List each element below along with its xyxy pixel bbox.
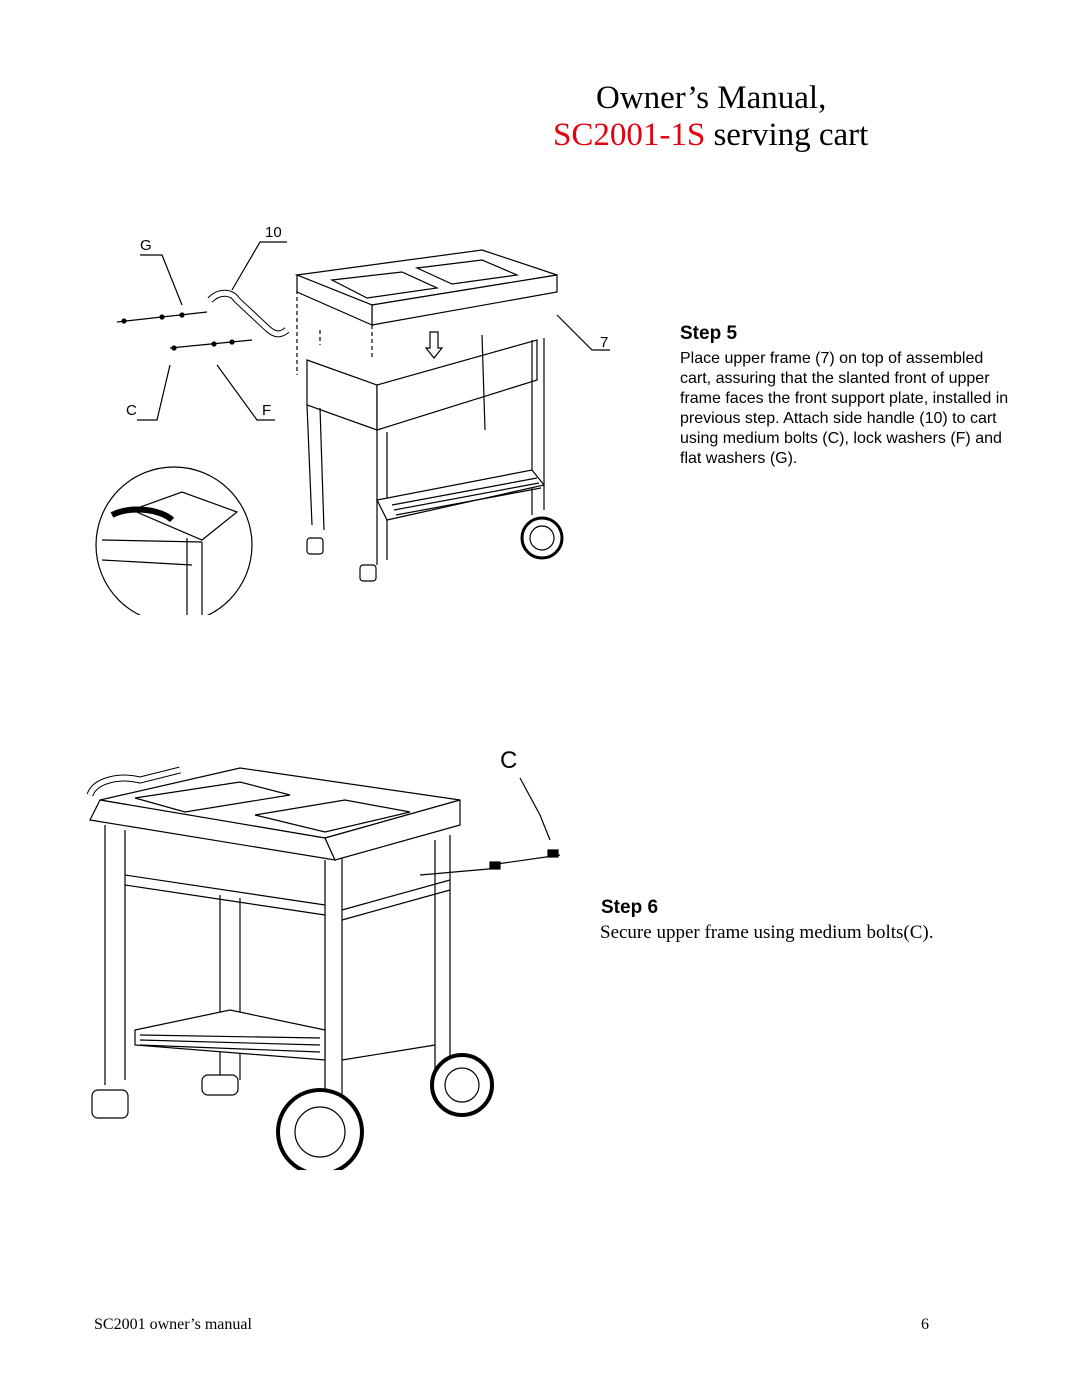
page-title-line1: Owner’s Manual, bbox=[596, 80, 827, 116]
callout-g: G bbox=[140, 237, 152, 254]
step6-instructions: Secure upper frame using medium bolts(C)… bbox=[600, 922, 934, 943]
footer-document-name: SC2001 owner’s manual bbox=[94, 1316, 252, 1333]
step5-heading: Step 5 bbox=[680, 323, 738, 344]
callout-7: 7 bbox=[600, 334, 608, 351]
step5-assembly-diagram: G 10 C F 7 bbox=[95, 224, 610, 615]
step6-assembly-diagram: C bbox=[86, 747, 561, 1170]
model-number: SC2001-1S bbox=[553, 117, 706, 153]
page-title-line2: SC2001-1S serving cart bbox=[553, 117, 868, 154]
callout-f: F bbox=[262, 402, 271, 419]
callout-10: 10 bbox=[265, 224, 282, 241]
callout-c: C bbox=[126, 402, 137, 419]
callout-c-step6: C bbox=[500, 747, 517, 774]
step5-instructions: Place upper frame (7) on top of assemble… bbox=[680, 350, 1009, 467]
step6-heading: Step 6 bbox=[601, 897, 659, 918]
title-suffix: serving cart bbox=[705, 117, 869, 153]
footer-page-number: 6 bbox=[921, 1316, 929, 1333]
